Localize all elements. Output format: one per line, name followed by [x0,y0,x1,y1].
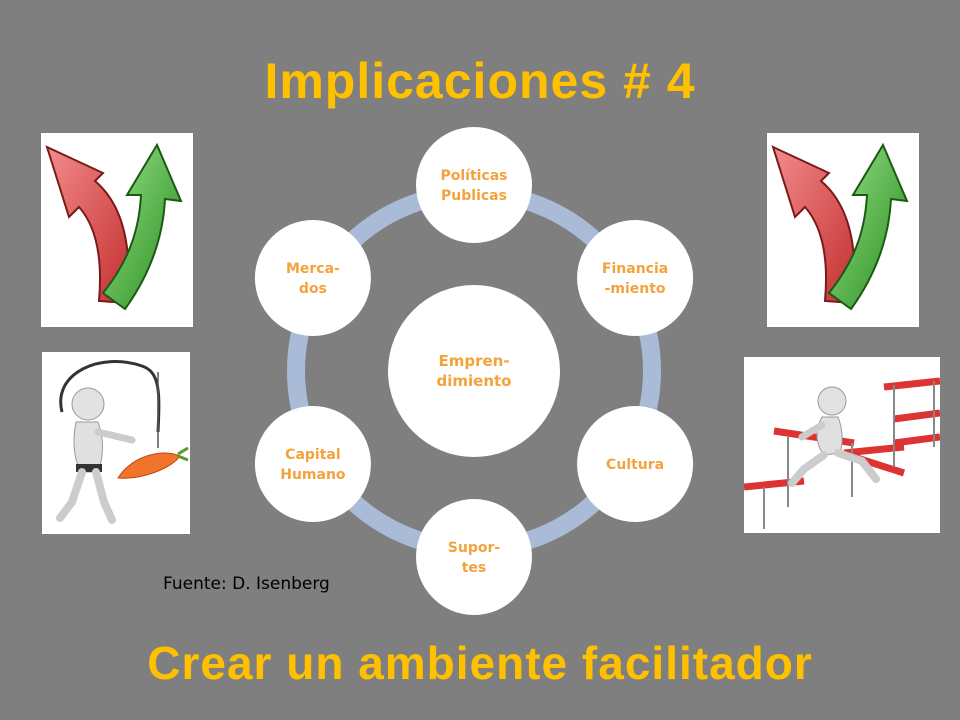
node-mercados-label: Merca- [286,261,340,277]
carrot-figure-image [42,352,190,534]
node-politicas-label: Políticas [440,168,507,184]
arrows-image-right [767,133,919,327]
slide-title: Implicaciones # 4 [264,53,696,109]
node-financiamiento-label: -miento [605,281,666,297]
node-cultura-label: Cultura [606,457,664,473]
hub-node-emprendimiento: Empren-dimiento [388,285,560,457]
hub-node-emprendimiento-label: dimiento [437,372,512,390]
figure-jumping-hurdles-icon [744,377,940,529]
node-financiamiento: Financia -miento [577,220,694,336]
node-mercados-label: dos [299,281,327,297]
source-note: Fuente: D. Isenberg [163,574,330,594]
node-soportes-label: Supor- [448,540,501,556]
hub-node-emprendimiento-label: Empren- [438,352,509,370]
hurdles-image [744,357,940,533]
node-capital-humano-label: Humano [280,467,346,483]
node-cultura-circle [577,406,694,522]
arrows-image-left [41,133,193,327]
node-mercados: Merca-dos [254,220,371,336]
hub-node-emprendimiento-circle [388,285,560,457]
node-soportes-label: tes [462,560,487,576]
node-financiamiento-label: Financia [602,261,668,277]
node-capital-humano-label: Capital [285,447,340,463]
up-down-arrows-icon [45,142,183,311]
figure-chasing-carrot-icon [56,360,189,524]
slide-subtitle: Crear un ambiente facilitador [147,637,813,689]
node-soportes-circle [416,499,532,615]
node-capital-humano-circle [254,406,371,522]
node-cultura: Cultura [577,406,694,522]
node-politicas-label: Publicas [441,188,507,204]
node-politicas-circle [416,127,532,243]
node-soportes: Supor-tes [416,499,532,615]
node-mercados-circle [254,220,371,336]
node-financiamiento-circle [577,220,694,336]
up-down-arrows-icon [771,142,909,311]
